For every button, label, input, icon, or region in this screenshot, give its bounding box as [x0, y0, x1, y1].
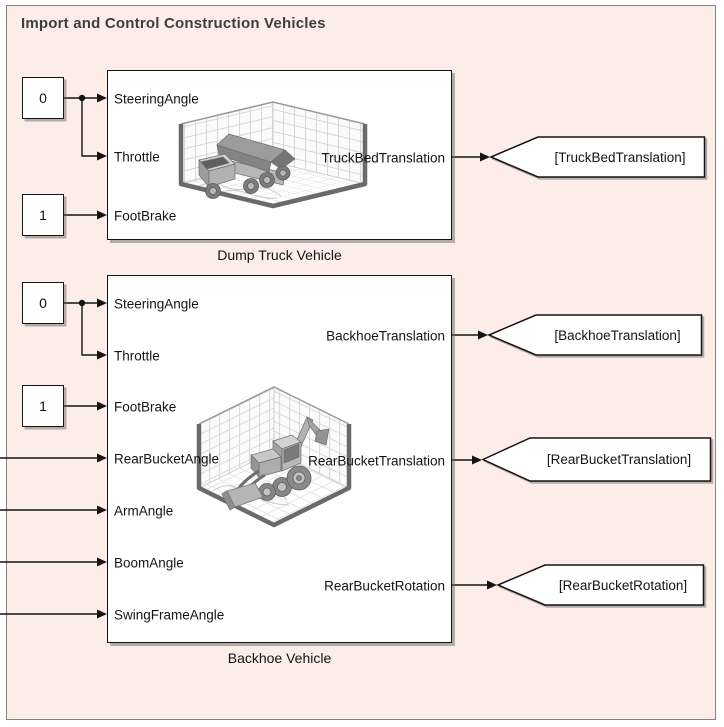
goto-tag-label: [TruckBedTranslation]: [554, 149, 686, 165]
goto-tag-truckbedtranslation[interactable]: [TruckBedTranslation]: [489, 136, 706, 178]
wire-rearbucketrotation-goto[interactable]: [452, 580, 497, 590]
constant-block-1-dump[interactable]: 1: [22, 194, 64, 236]
goto-tag-label: [BackhoeTranslation]: [554, 327, 681, 343]
dump-truck-3d-preview: [178, 101, 368, 209]
constant-block-1-backhoe[interactable]: 1: [22, 385, 64, 427]
wire-external-armangle[interactable]: [0, 505, 107, 515]
wire-const0-steeringangle-dump[interactable]: [64, 93, 107, 161]
constant-value: 0: [39, 295, 47, 311]
goto-tag-rearbucketrotation[interactable]: [RearBucketRotation]: [496, 564, 705, 606]
input-port-label: ArmAngle: [114, 503, 174, 519]
wire-external-swingframeangle[interactable]: [0, 609, 107, 619]
output-port-label: RearBucketTranslation: [308, 453, 445, 469]
input-port-label: SteeringAngle: [114, 296, 199, 312]
constant-value: 0: [39, 90, 47, 106]
backhoe-3d-preview: [196, 386, 352, 528]
wire-truckbedtranslation-goto[interactable]: [452, 152, 490, 162]
output-port-label: BackhoeTranslation: [326, 328, 445, 344]
block-caption-backhoe[interactable]: Backhoe Vehicle: [227, 650, 332, 666]
input-port-label: FootBrake: [114, 208, 177, 224]
constant-block-0-backhoe[interactable]: 0: [22, 282, 64, 324]
input-port-label: BoomAngle: [114, 555, 184, 571]
wire-external-boomangle[interactable]: [0, 557, 107, 567]
constant-value: 1: [39, 207, 47, 223]
output-port-label: TruckBedTranslation: [321, 150, 445, 166]
goto-tag-label: [RearBucketRotation]: [558, 577, 688, 593]
output-port-label: RearBucketRotation: [324, 578, 445, 594]
wire-const1-footbrake-dump[interactable]: [64, 210, 107, 220]
input-port-label: Throttle: [114, 348, 160, 364]
area-title[interactable]: Import and Control Construction Vehicles: [21, 15, 326, 32]
subsystem-backhoe-vehicle[interactable]: SteeringAngle Throttle FootBrake RearBuc…: [107, 275, 452, 643]
input-port-label: SwingFrameAngle: [114, 607, 225, 623]
goto-tag-backhoetranslation[interactable]: [BackhoeTranslation]: [487, 314, 703, 356]
constant-block-0-dump[interactable]: 0: [22, 77, 64, 119]
wire-rearbuckettranslation-goto[interactable]: [452, 455, 482, 465]
wire-const0-steeringangle-backhoe[interactable]: [64, 298, 107, 360]
block-caption-dump-truck[interactable]: Dump Truck Vehicle: [217, 247, 342, 263]
wire-const1-footbrake-backhoe[interactable]: [64, 401, 107, 411]
goto-tag-label: [RearBucketTranslation]: [546, 452, 692, 467]
input-port-label: RearBucketAngle: [114, 451, 220, 467]
subsystem-dump-truck-vehicle[interactable]: SteeringAngle Throttle FootBrake TruckBe…: [107, 70, 452, 240]
wire-external-rearbucketangle[interactable]: [0, 453, 107, 463]
input-port-label: FootBrake: [114, 399, 177, 415]
goto-tag-rearbuckettranslation[interactable]: [RearBucketTranslation]: [481, 437, 712, 482]
input-port-label: SteeringAngle: [114, 91, 199, 107]
input-port-label: Throttle: [114, 149, 160, 165]
wire-backhoetranslation-goto[interactable]: [452, 330, 488, 340]
constant-value: 1: [39, 398, 47, 414]
